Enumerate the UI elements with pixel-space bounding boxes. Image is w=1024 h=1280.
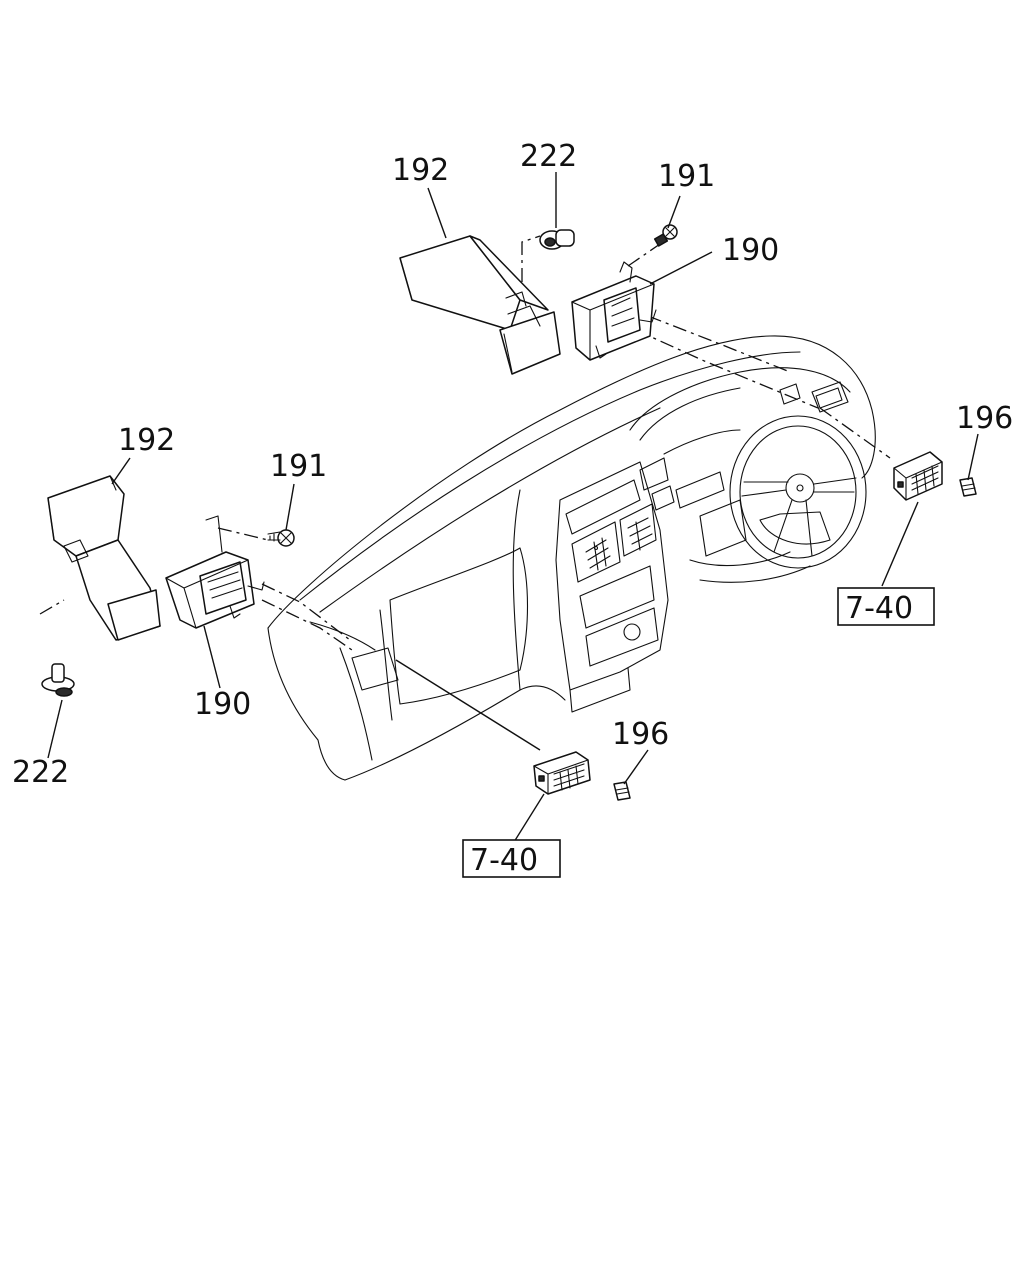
clip-left [41, 663, 75, 697]
label-screw-left: 191 [270, 449, 327, 484]
side-vent-upper [571, 261, 657, 361]
side-defroster-duct-left [47, 475, 161, 641]
label-clip-left: 222 [12, 755, 69, 790]
ref-box-right [837, 587, 935, 626]
clip-upper [539, 229, 575, 250]
label-vent-upper: 190 [722, 233, 779, 268]
label-ref-right: 7-40 [845, 591, 913, 626]
label-ref-lower: 7-40 [470, 843, 538, 878]
side-vent-left [165, 515, 265, 629]
side-defroster-duct-upper [399, 235, 561, 375]
screw-upper [653, 224, 678, 247]
leader-lines [47, 172, 979, 843]
part-number-labels: 192 222 191 190 196 7-40 192 191 190 222… [12, 139, 1013, 878]
assembly-guide-lines [39, 235, 891, 651]
cap-right [959, 477, 977, 497]
cap-lower [613, 781, 631, 801]
screw-left [267, 529, 295, 547]
label-clip-upper: 222 [520, 139, 577, 174]
label-duct-left: 192 [118, 423, 175, 458]
side-vent-right [893, 451, 943, 501]
instrument-panel [267, 335, 876, 781]
side-vent-lower [533, 751, 591, 795]
label-screw-upper: 191 [658, 159, 715, 194]
steering-wheel [729, 415, 867, 569]
label-cap-lower: 196 [612, 717, 669, 752]
label-duct-upper: 192 [392, 153, 449, 188]
label-cap-right: 196 [956, 401, 1013, 436]
ref-box-lower [462, 839, 561, 878]
label-vent-left: 190 [194, 687, 251, 722]
